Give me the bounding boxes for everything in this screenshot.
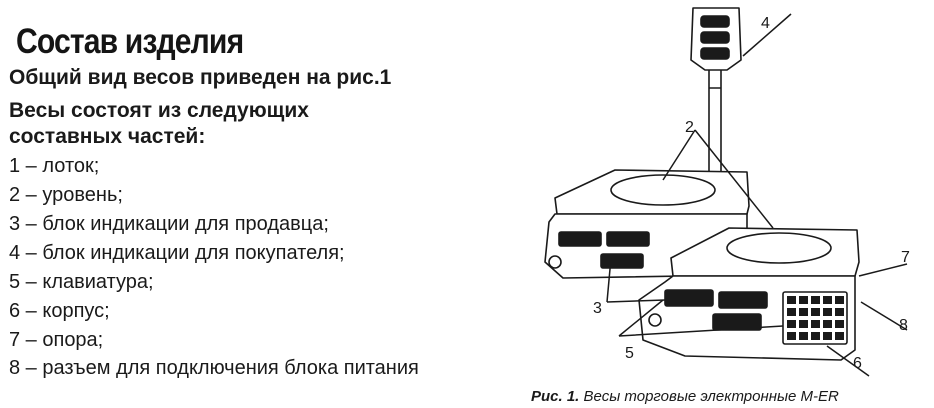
leader-3: [606, 257, 666, 303]
list-item: 6 – корпус;: [9, 300, 110, 322]
rear-display-1: [558, 231, 602, 247]
front-display-1: [664, 289, 714, 307]
list-item: 8 – разъем для подключения блока питания: [9, 357, 419, 379]
front-scale-pan: [726, 232, 832, 264]
callout-2: 2: [685, 119, 694, 136]
list-item: 2 – уровень;: [9, 184, 123, 206]
leader-7: [858, 263, 908, 277]
rear-scale-pan: [610, 174, 716, 206]
display-window-2: [700, 31, 730, 44]
scales-illustration: 2 3 4 5 6 7 8: [544, 7, 910, 377]
leader-5: [618, 299, 784, 337]
intro-text: Общий вид весов приведен на рис.1: [9, 66, 392, 89]
callout-4: 4: [761, 15, 770, 32]
lead-text: Весы состоят из следующих составных част…: [9, 99, 309, 148]
page-title: Состав изделия: [16, 22, 244, 61]
list-item: 4 – блок индикации для покупателя;: [9, 242, 345, 264]
leader-lines: [606, 13, 908, 377]
leader-2: [662, 129, 774, 229]
callout-5: 5: [625, 345, 634, 362]
list-item: 7 – опора;: [9, 329, 104, 351]
figure-caption: Рис. 1. Весы торговые электронные M-ER: [531, 388, 839, 405]
rear-display-2: [606, 231, 650, 247]
support-pole: [708, 70, 722, 180]
front-level-dot: [648, 313, 662, 327]
leader-4: [742, 13, 792, 57]
list-item: 5 – клавиатура;: [9, 271, 154, 293]
rear-display-3: [600, 253, 644, 269]
leader-6: [826, 345, 870, 377]
display-window-1: [700, 15, 730, 28]
leader-8: [860, 301, 908, 331]
list-item: 3 – блок индикации для продавца;: [9, 213, 329, 235]
caption-number: Рис. 1.: [531, 388, 580, 405]
callout-6: 6: [853, 355, 862, 372]
list-item: 1 – лоток;: [9, 155, 100, 177]
callout-7: 7: [901, 249, 910, 266]
front-display-3: [712, 313, 762, 331]
display-window-3: [700, 47, 730, 60]
keypad: [782, 291, 848, 345]
keypad-keys: [787, 296, 844, 340]
scales-figure: 2 3 4 5 6 7 8: [515, 0, 934, 408]
caption-text: Весы торговые электронные M-ER: [583, 388, 839, 405]
rear-level-dot: [548, 255, 562, 269]
front-display-2: [718, 291, 768, 309]
parts-list: 1 – лоток; 2 – уровень; 3 – блок индикац…: [9, 152, 439, 381]
callout-8: 8: [899, 317, 908, 334]
rear-scale-platter: [554, 169, 750, 215]
callout-3: 3: [593, 300, 602, 317]
